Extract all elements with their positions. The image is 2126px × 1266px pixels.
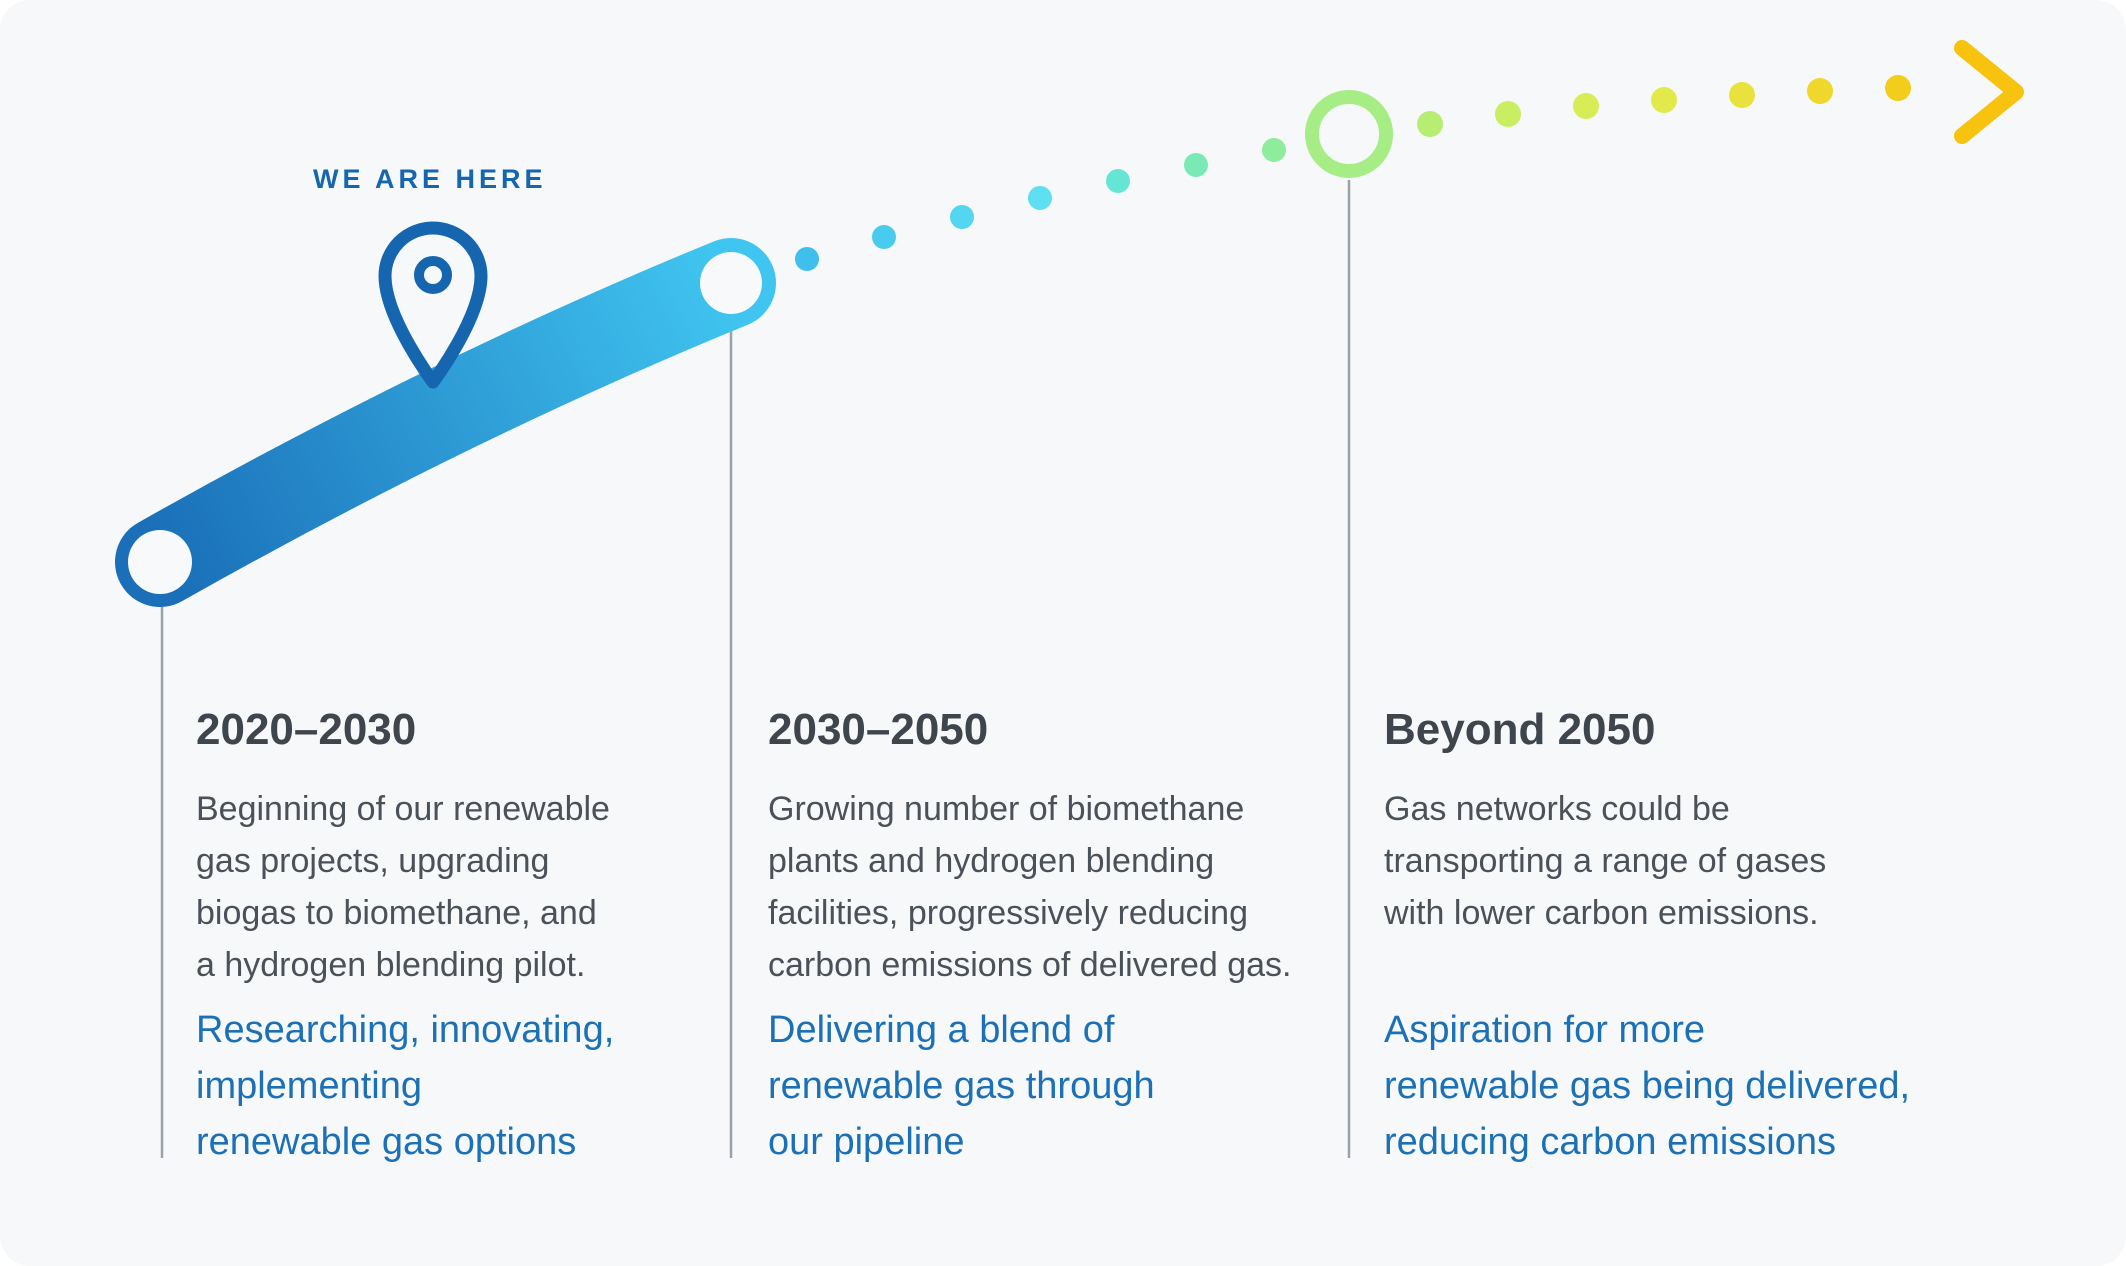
trail-dot — [1184, 153, 1208, 177]
period-description: Gas networks could be transporting a ran… — [1384, 790, 1827, 932]
timeline-column-2020-2030: 2020–2030 Beginning of our renewable gas… — [196, 705, 716, 1175]
trail-dot — [1028, 186, 1052, 210]
milestone-ring — [1305, 90, 1393, 178]
trail-dot — [950, 205, 974, 229]
dot-trail — [795, 75, 1911, 271]
trail-dot — [1573, 93, 1599, 119]
band-end-node — [700, 252, 762, 314]
trail-dot — [1885, 75, 1911, 101]
trail-dot — [1106, 169, 1130, 193]
period-heading: 2020–2030 — [196, 705, 417, 754]
arrow-chevron-icon — [1954, 40, 2024, 144]
period-heading: Beyond 2050 — [1384, 705, 1656, 754]
timeline-band — [115, 238, 776, 607]
period-heading: 2030–2050 — [768, 705, 989, 754]
we-are-here-label: WE ARE HERE — [313, 164, 547, 194]
trail-dot — [795, 247, 819, 271]
band-start-node — [128, 530, 192, 594]
period-highlight: Researching, innovating, implementing re… — [196, 1009, 615, 1163]
location-pin-icon — [378, 221, 488, 389]
pin-center-dot — [414, 256, 452, 294]
pin-outline — [378, 221, 488, 389]
period-highlight: Delivering a blend of renewable gas thro… — [768, 1009, 1155, 1163]
period-highlight: Aspiration for more renewable gas being … — [1384, 1009, 1911, 1163]
trail-dot — [1807, 78, 1833, 104]
trail-dot — [872, 225, 896, 249]
trail-dot — [1651, 87, 1677, 113]
trail-dot — [1729, 82, 1755, 108]
trail-dot — [1262, 138, 1286, 162]
trail-dot — [1495, 101, 1521, 127]
period-description: Beginning of our renewable gas projects,… — [196, 790, 610, 984]
period-description: Growing number of biomethane plants and … — [768, 790, 1292, 984]
timeline-column-2030-2050: 2030–2050 Growing number of biomethane p… — [768, 705, 1358, 1175]
trail-dot — [1417, 111, 1443, 137]
timeline-column-beyond-2050: Beyond 2050 Gas networks could be transp… — [1384, 705, 2064, 1175]
